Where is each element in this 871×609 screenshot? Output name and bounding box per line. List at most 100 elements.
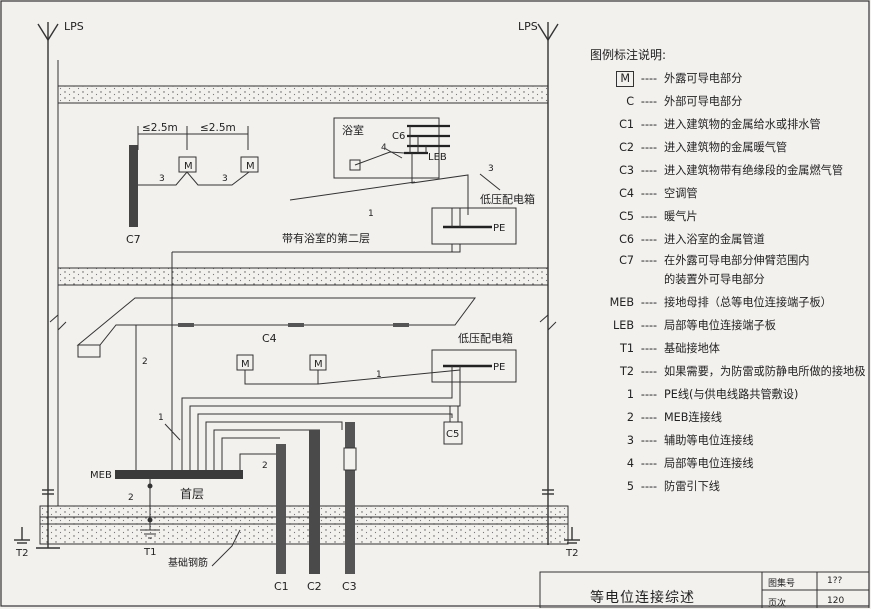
foundation-rebar-leader — [211, 529, 241, 567]
legend-description: 外露可导电部分 — [664, 67, 742, 90]
legend-key-text: 1 — [626, 388, 634, 401]
legend-key-text: 3 — [626, 434, 634, 447]
legend-dash: ---- — [640, 254, 658, 267]
legend-dash: ---- — [640, 118, 658, 131]
legend-item: C1 ---- 进入建筑物的金属给水或排水管 — [590, 113, 865, 136]
legend-key: C1 — [590, 113, 634, 136]
legend-description: 在外露可导电部分伸臂范围内的装置外可导电部分 — [664, 251, 809, 289]
lv-box-lower-label: 低压配电箱 — [458, 331, 513, 345]
right-down-conductor — [537, 22, 580, 545]
c7-pipe — [129, 145, 138, 227]
legend-item: C5----暖气片 — [590, 205, 865, 228]
c4-vent-1 — [178, 323, 194, 327]
legend-dash: ---- — [640, 187, 658, 200]
legend-key-text: C4 — [619, 187, 634, 200]
legend-description-line: 防雷引下线 — [664, 480, 720, 493]
legend-dash: ---- — [640, 411, 658, 424]
legend-description: 空调管 — [664, 182, 698, 205]
legend-description: MEB连接线 — [664, 406, 722, 429]
legend-key: 4 — [590, 452, 634, 475]
bath-terminal — [349, 159, 361, 171]
legend-key-text: C6 — [619, 233, 634, 246]
c3-pipe — [345, 422, 355, 574]
legend-title: 图例标注说明: — [590, 48, 667, 62]
local-bond-lines — [354, 126, 427, 166]
legend-description-line: 外露可导电部分 — [664, 72, 743, 85]
legend-description: 如果需要，为防雷或防静电所做的接地极 — [664, 360, 865, 383]
title-block-frame — [539, 571, 870, 608]
wire-1-label-upper: 1 — [368, 209, 374, 219]
legend-key-text: M — [616, 71, 634, 87]
legend-dash: ---- — [640, 72, 658, 85]
middle-slab — [57, 267, 549, 286]
legend-description-line: 进入建筑物的金属给水或排水管 — [664, 118, 821, 131]
legend-description-line: 空调管 — [664, 187, 698, 200]
c4-vent-2 — [288, 323, 304, 327]
legend-description: PE线(与供电线路共管敷设) — [664, 383, 798, 406]
c2-pipe — [309, 430, 320, 574]
m2-label: M — [246, 161, 255, 172]
page-number-key: 页次 — [768, 599, 787, 609]
bathroom-label: 浴室 — [342, 123, 364, 137]
legend-description-line: 局部等电位连接线 — [664, 457, 754, 470]
left-down-conductor — [14, 22, 60, 549]
roof-slab — [57, 85, 549, 104]
legend-item: T2----如果需要，为防雷或防静电所做的接地极 — [590, 360, 865, 383]
legend-key: LEB — [590, 314, 634, 337]
distance-label-left: ≤2.5m — [142, 122, 178, 134]
legend-dash: ---- — [640, 342, 658, 355]
legend-dash: ---- — [640, 233, 658, 246]
legend-dash: ---- — [640, 319, 658, 332]
legend-description: 接地母排（总等电位连接端子板） — [664, 291, 832, 314]
legend-description: 进入浴室的金属管道 — [664, 228, 765, 251]
legend-key: MEB — [590, 291, 634, 314]
legend-description-line: 接地母排（总等电位连接端子板） — [664, 296, 832, 309]
legend-item: MEB----接地母排（总等电位连接端子板） — [590, 291, 865, 314]
legend-description-line: 进入浴室的金属管道 — [664, 233, 765, 246]
legend-item: C7----在外露可导电部分伸臂范围内的装置外可导电部分 — [590, 251, 865, 291]
wire-2-label-a: 2 — [142, 357, 148, 367]
legend-item: 3 ---- 辅助等电位连接线 — [590, 429, 865, 452]
c4-duct-outline — [76, 297, 476, 346]
legend-description: 基础接地体 — [664, 337, 720, 360]
legend-description-line: 进入建筑物带有绝缘段的金属燃气管 — [664, 164, 844, 177]
wire-2-label-b: 2 — [262, 461, 268, 471]
c3-insulating-section — [343, 447, 357, 471]
t2-left-label: T2 — [15, 548, 28, 559]
legend-dash: ---- — [640, 480, 658, 493]
legend-dash: ---- — [640, 434, 658, 447]
legend-description: 进入建筑物的金属给水或排水管 — [664, 113, 821, 136]
legend-description-line: 暖气片 — [664, 210, 698, 223]
legend-key-text: 4 — [626, 457, 634, 470]
t1-label: T1 — [143, 547, 156, 558]
legend-description: 辅助等电位连接线 — [664, 429, 754, 452]
legend-key-text: C5 — [619, 210, 634, 223]
c6-label: C6 — [392, 131, 405, 142]
legend-key: 5 — [590, 475, 634, 498]
pe-wire-lower — [317, 369, 461, 385]
c5-label: C5 — [446, 429, 459, 440]
legend-key: T2 — [590, 360, 634, 383]
legend-key: 3 — [590, 429, 634, 452]
legend-description: 局部等电位连接端子板 — [664, 314, 776, 337]
legend-description-line: MEB连接线 — [664, 411, 722, 424]
supplementary-bond-c7-m — [138, 171, 250, 186]
lv-box-upper-label: 低压配电箱 — [480, 192, 535, 206]
legend-item: C----外部可导电部分 — [590, 90, 865, 113]
legend-item: C3----进入建筑物带有绝缘段的金属燃气管 — [590, 159, 865, 182]
distance-label-right: ≤2.5m — [200, 122, 236, 134]
left-wall — [49, 60, 67, 506]
legend-description: 进入建筑物带有绝缘段的金属燃气管 — [664, 159, 843, 182]
pe-upper-label: PE — [493, 223, 505, 234]
lv-box-lower — [431, 349, 517, 383]
legend-key-text: C3 — [619, 164, 634, 177]
exposed-part-m2 — [240, 156, 259, 173]
wire-1-label-lower: 1 — [376, 370, 382, 380]
legend-description-line: 进入建筑物的金属暖气管 — [664, 141, 788, 154]
legend-description-line: 局部等电位连接端子板 — [664, 319, 776, 332]
m1-label: M — [184, 161, 193, 172]
wire-3-label-a: 3 — [159, 174, 165, 184]
legend-description-line: 外部可导电部分 — [664, 95, 743, 108]
page-number-value: 120 — [827, 596, 845, 606]
